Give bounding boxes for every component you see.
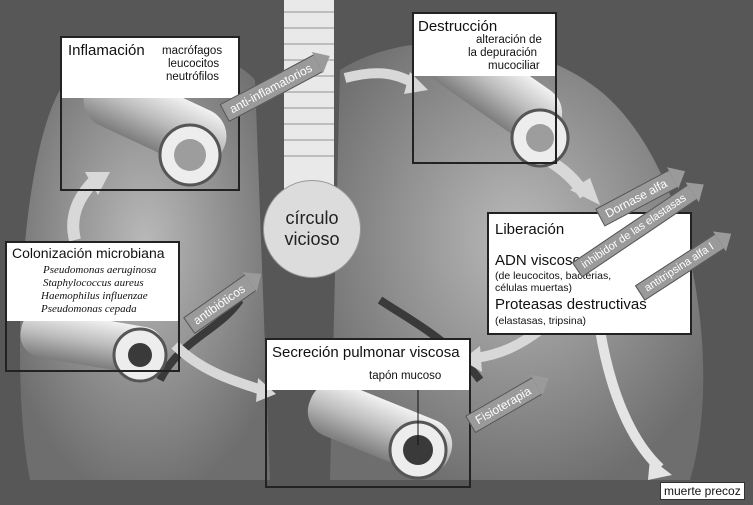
- early-death-label: muerte precoz: [660, 482, 745, 500]
- dna-title: ADN viscoso: [495, 252, 581, 269]
- dna-sub-2: células muertas): [495, 282, 572, 295]
- organism-3: Haemophilus influenzae: [41, 290, 148, 302]
- trachea: [284, 0, 334, 200]
- destruction-title: Destrucción: [418, 18, 497, 35]
- destruction-item-3: mucociliar: [488, 60, 540, 73]
- inflammation-item-1: macrófagos: [162, 45, 222, 58]
- organism-2: Staphylococcus aureus: [43, 277, 144, 289]
- inflammation-box: Inflamación macrófagos leucocitos neutró…: [60, 36, 240, 191]
- inflammation-title: Inflamación: [68, 42, 145, 59]
- secretion-title: Secreción pulmonar viscosa: [272, 344, 460, 361]
- destruction-item-1: alteración de: [476, 34, 542, 47]
- vicious-circle-label: círculo vicioso: [263, 180, 361, 278]
- inflammation-item-3: neutrófilos: [166, 71, 219, 84]
- destruction-box: Destrucción alteración de la depuración …: [412, 12, 557, 164]
- proteases-sub: (elastasas, tripsina): [495, 315, 586, 328]
- mucus-plug-label: tapón mucoso: [369, 370, 441, 383]
- release-title: Liberación: [495, 221, 564, 238]
- proteases-title: Proteasas destructivas: [495, 296, 647, 313]
- circle-line-1: círculo: [285, 208, 338, 229]
- organism-4: Pseudomonas cepada: [41, 303, 137, 315]
- secretion-box: Secreción pulmonar viscosa tapón mucoso: [265, 338, 471, 488]
- colonization-box: Colonización microbiana Pseudomonas aeru…: [5, 241, 180, 372]
- circle-line-2: vicioso: [284, 229, 339, 250]
- organism-1: Pseudomonas aeruginosa: [43, 264, 156, 276]
- colonization-title: Colonización microbiana: [12, 245, 165, 261]
- destruction-item-2: la depuración: [468, 47, 537, 60]
- inflammation-item-2: leucocitos: [168, 58, 219, 71]
